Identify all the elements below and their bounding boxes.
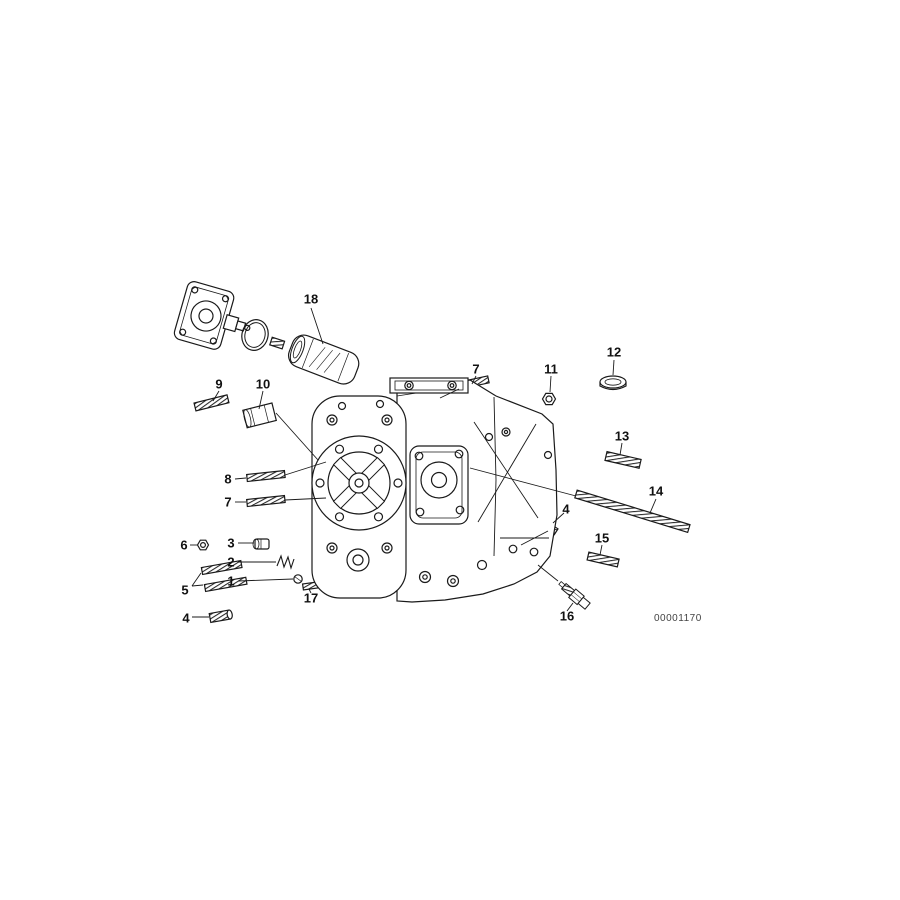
callout-label-6-10: 6 [180,537,188,553]
callout-label-16-19: 16 [559,608,575,624]
canister-sleeve [287,334,360,385]
callout-label-4-16: 4 [182,610,190,626]
stud-8 [245,469,286,483]
stud-7-left [245,494,286,508]
o-ring [241,319,269,351]
callout-label-3-11: 3 [227,535,235,551]
sensor-16 [558,581,591,610]
drawing-number: 00001170 [654,613,702,624]
construction-lines [275,388,577,582]
callout-label-10-2: 10 [255,376,271,392]
callout-label-12-5: 12 [606,344,622,360]
valve-1 [293,574,303,584]
cover-plate [173,281,251,350]
crankcase-housing [311,377,558,603]
screw-4-left [208,609,233,624]
callout-label-2-12: 2 [227,554,235,570]
spring-2 [276,554,295,570]
threaded-adapter [269,336,286,350]
callout-label-15-18: 15 [594,530,610,546]
nut-6 [196,539,210,551]
dowel-10 [242,402,278,429]
callout-label-17-15: 17 [303,590,319,606]
leader-lines [190,307,657,618]
callout-label-7-3: 7 [472,361,480,377]
plug-3 [252,538,270,550]
callout-label-7-9: 7 [224,494,232,510]
nut-11 [541,392,557,406]
studs-5 [200,559,248,593]
callout-label-13-6: 13 [614,428,630,444]
callout-label-4-17: 4 [562,501,570,517]
callout-label-14-7: 14 [648,483,664,499]
callout-label-11-4: 11 [544,361,558,377]
callout-label-8-8: 8 [224,471,232,487]
stud-13 [604,450,642,469]
callout-label-9-1: 9 [215,376,223,392]
stud-9 [193,394,230,412]
stud-14 [574,489,691,534]
callout-label-5-14: 5 [181,582,189,598]
callout-label-1-13: 1 [227,573,235,589]
callout-label-18-0: 18 [303,291,319,307]
stud-15 [586,551,620,568]
cap-12 [599,375,627,391]
sensor-cover-assembly [173,281,360,385]
